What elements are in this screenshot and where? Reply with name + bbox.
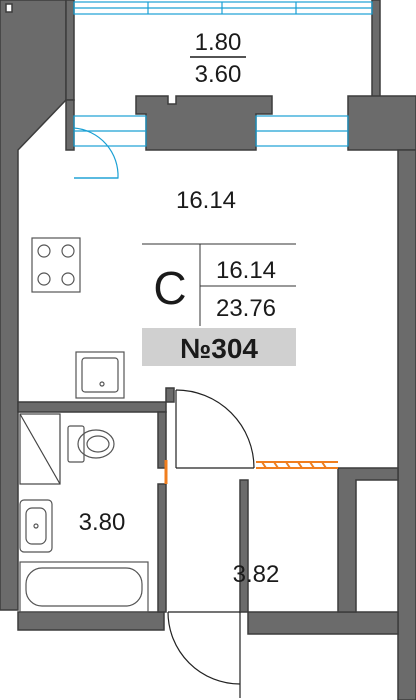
living-room-area: 16.14 bbox=[176, 187, 236, 214]
balcony-area-top: 1.80 bbox=[195, 29, 242, 56]
kitchen-door bbox=[175, 389, 255, 469]
bottom-left-wall bbox=[17, 611, 165, 631]
left-wall-notch bbox=[5, 3, 13, 13]
apartment-type-letter: С bbox=[153, 262, 186, 314]
toilet-icon bbox=[67, 425, 115, 463]
summary-total-area: 23.76 bbox=[216, 295, 276, 322]
top-wall-pier-center bbox=[135, 95, 273, 151]
balcony-left-wall bbox=[65, 0, 75, 101]
top-wall-pier-left bbox=[65, 99, 75, 151]
apartment-summary: С 16.14 23.76 №304 bbox=[142, 243, 296, 366]
balcony-area-bottom: 3.60 bbox=[195, 61, 242, 88]
bathroom-top-wall bbox=[17, 401, 167, 413]
hall-right-wall bbox=[337, 467, 399, 613]
wash-basin-icon bbox=[19, 499, 53, 553]
balcony-right-wall bbox=[371, 0, 381, 101]
kitchen-sink-icon bbox=[75, 351, 125, 399]
bottom-right-wall bbox=[247, 611, 399, 635]
apartment-number: №304 bbox=[180, 333, 258, 364]
apartment-number-badge bbox=[142, 328, 296, 366]
bathroom-right-wall-lower bbox=[157, 483, 167, 613]
balcony-glazing bbox=[73, 1, 373, 179]
entry-hatch bbox=[256, 461, 338, 469]
kitchen-door-jamb bbox=[165, 387, 175, 403]
balcony-door-swing bbox=[73, 127, 119, 179]
entrance-door bbox=[167, 611, 241, 698]
right-outer-wall bbox=[397, 149, 416, 700]
top-wall-pier-right bbox=[347, 95, 416, 151]
summary-living-area: 16.14 bbox=[216, 257, 276, 284]
stove-icon bbox=[31, 237, 81, 293]
hall-area: 3.82 bbox=[233, 561, 280, 588]
shaft-icon bbox=[19, 413, 61, 485]
left-outer-wall bbox=[0, 0, 67, 611]
bathtub-icon bbox=[19, 561, 149, 613]
bathroom-right-wall-upper bbox=[157, 411, 167, 469]
hall-door-jamb bbox=[239, 479, 249, 613]
bathroom-area: 3.80 bbox=[79, 509, 126, 536]
balcony-area-label: 1.80 3.60 bbox=[190, 29, 246, 88]
